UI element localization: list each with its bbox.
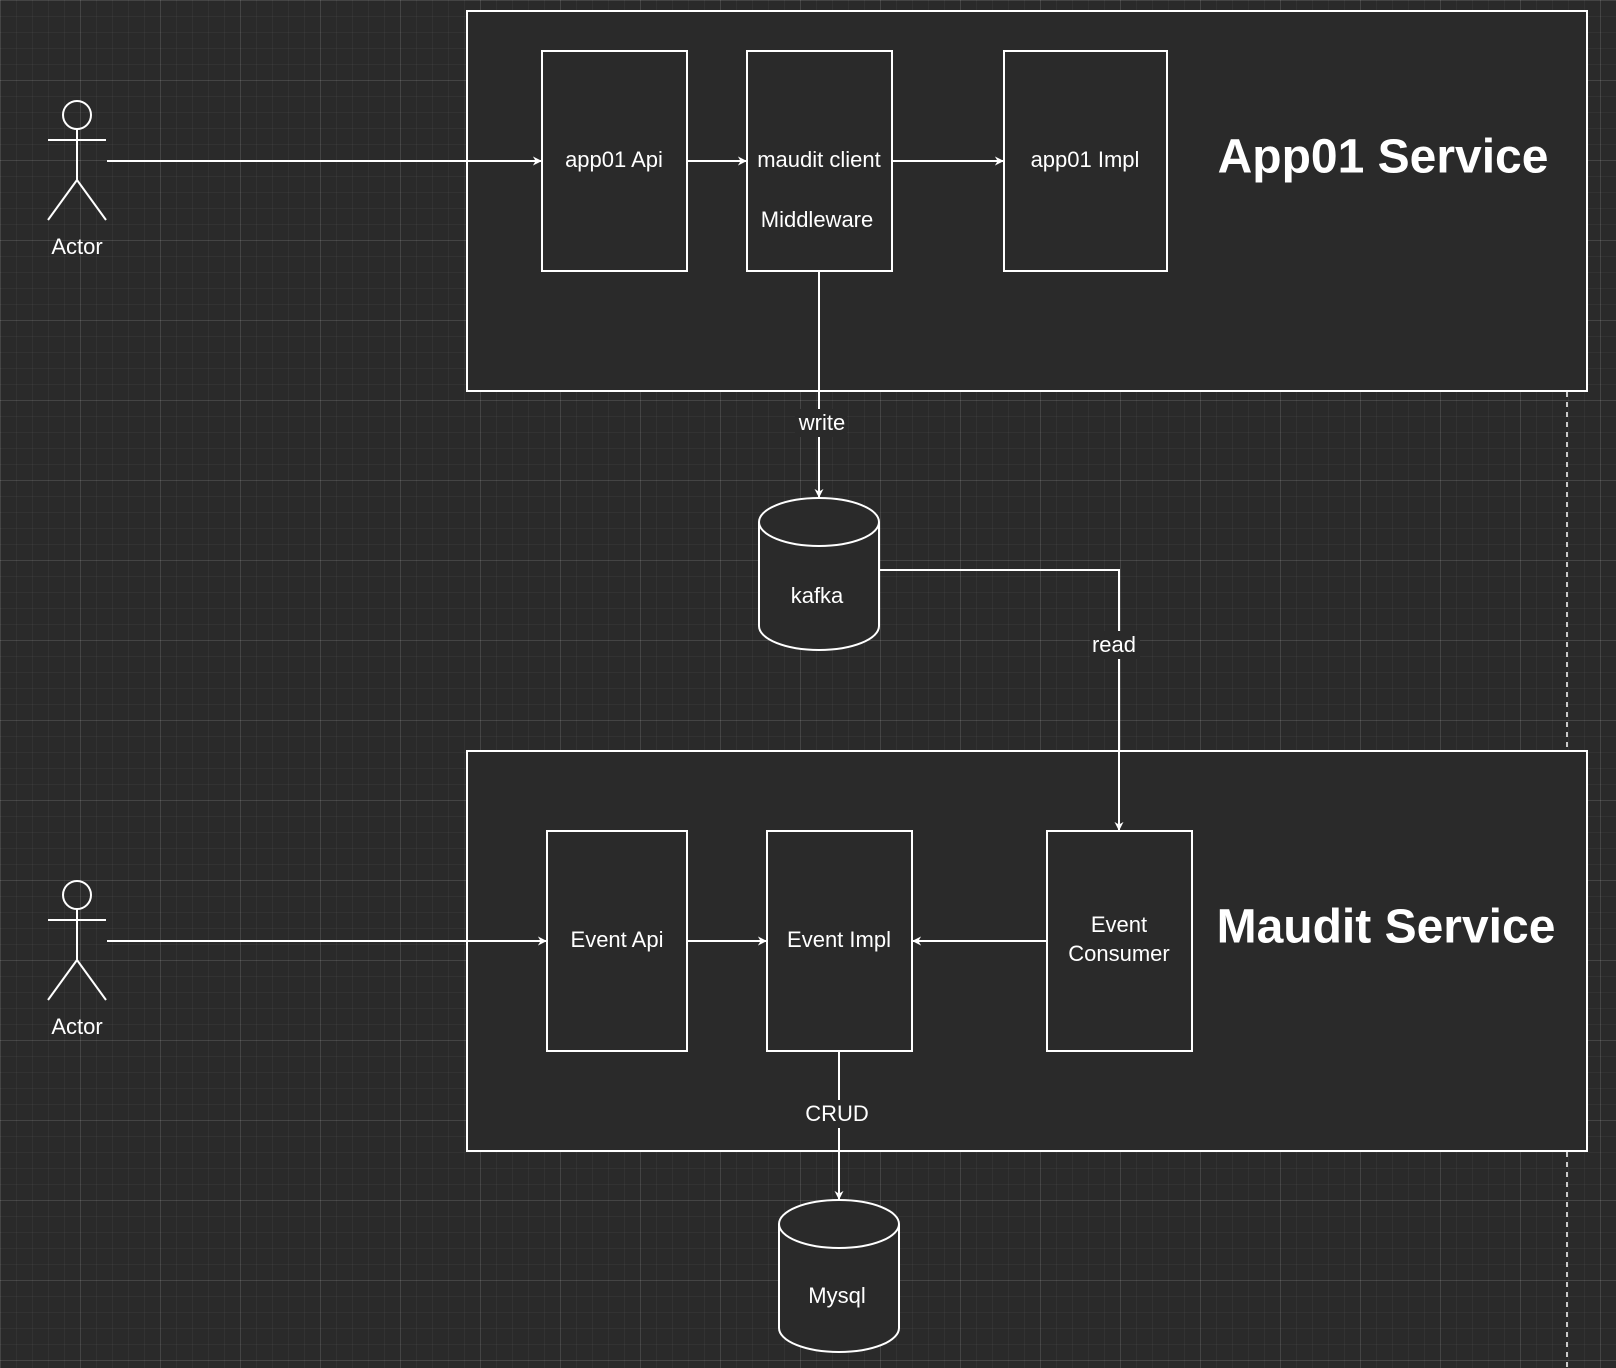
app01-service-title: App01 Service — [1218, 131, 1549, 184]
app01-actor[interactable] — [47, 100, 107, 221]
read-edge-label: read — [1092, 632, 1136, 657]
kafka-cylinder[interactable] — [758, 497, 880, 651]
event-api-label: Event Api — [571, 927, 664, 952]
actor-head-icon — [62, 880, 92, 910]
app01-impl-box[interactable] — [1003, 50, 1168, 272]
event-consumer-box[interactable] — [1046, 830, 1193, 1052]
edge-read-from-kafka[interactable] — [880, 569, 1124, 831]
event-api-box[interactable] — [546, 830, 688, 1052]
kafka-label: kafka — [791, 583, 844, 608]
event-consumer-label-line2: Consumer — [1068, 941, 1169, 966]
event-impl-box[interactable] — [766, 830, 913, 1052]
actor-head-icon — [62, 100, 92, 130]
app01-api-box[interactable] — [541, 50, 688, 272]
write-edge-label: write — [798, 410, 845, 435]
mysql-label: Mysql — [808, 1283, 865, 1308]
middleware-label-line2: Middleware — [761, 207, 874, 232]
app01-actor-label: Actor — [51, 234, 102, 259]
app01-api-label: app01 Api — [565, 147, 663, 172]
mysql-cylinder[interactable] — [778, 1199, 900, 1353]
crud-edge-label: CRUD — [805, 1101, 869, 1126]
middleware-box[interactable] — [746, 50, 893, 272]
middleware-label-line1: maudit client — [757, 147, 881, 172]
maudit-actor-label: Actor — [51, 1014, 102, 1039]
event-impl-label: Event Impl — [787, 927, 891, 952]
app01-impl-label: app01 Impl — [1031, 147, 1140, 172]
maudit-actor[interactable] — [47, 880, 107, 1001]
event-consumer-label-line1: Event — [1091, 912, 1147, 937]
maudit-service-title: Maudit Service — [1217, 901, 1556, 954]
